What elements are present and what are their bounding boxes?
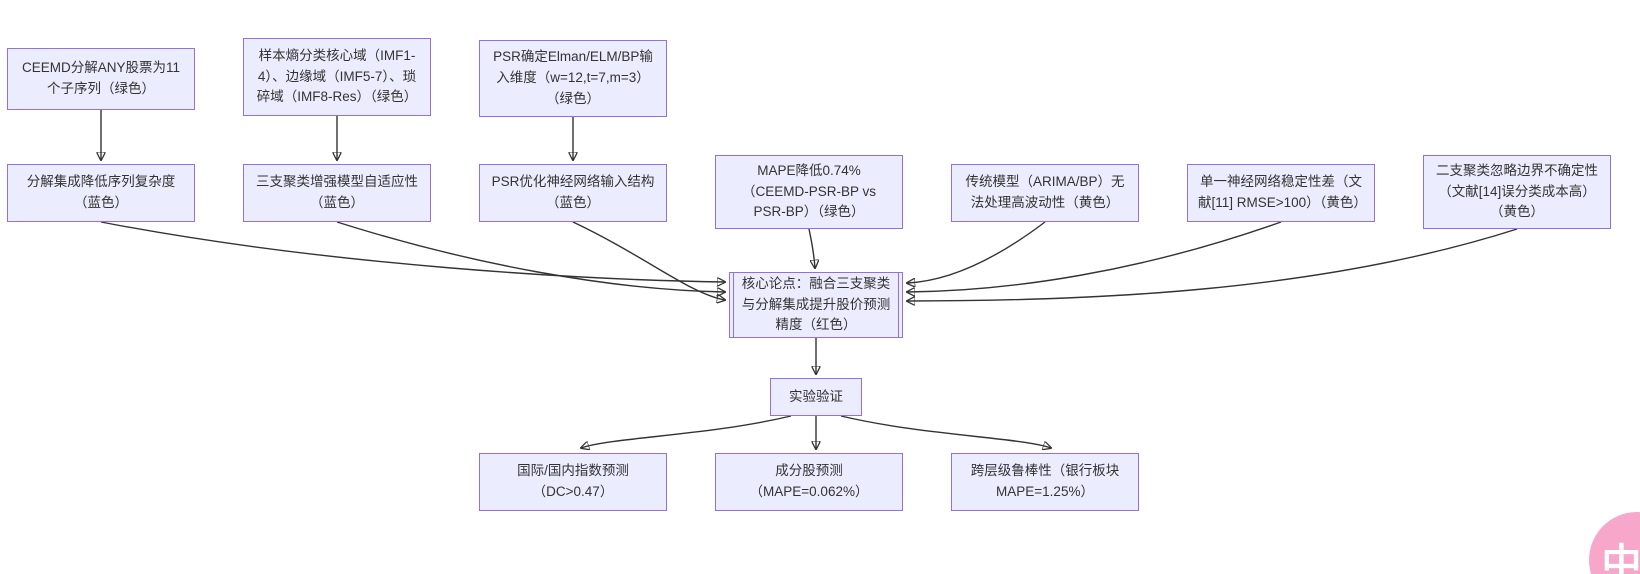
- edge-threeway-core: [336, 221, 725, 292]
- translate-badge-button[interactable]: 中A: [1589, 512, 1640, 574]
- node-label: 成分股预测（MAPE=0.062%）: [749, 463, 869, 499]
- edge-psropt-core: [572, 221, 725, 300]
- node-label: 单一神经网络稳定性差（文献[11] RMSE>100）（黄色）: [1198, 174, 1367, 210]
- node-label: 跨层级鲁棒性（银行板块 MAPE=1.25%）: [970, 463, 1120, 499]
- node-label: 二支聚类忽略边界不确定性（文献[14]误分类成本高）（黄色）: [1436, 162, 1598, 220]
- edge-exp-index: [581, 415, 792, 448]
- node-mape-reduction: MAPE降低0.74%（CEEMD-PSR-BP vs PSR-BP）（绿色）: [715, 155, 903, 229]
- node-label: 传统模型（ARIMA/BP）无法处理高波动性（黄色）: [965, 174, 1125, 210]
- node-decomposition-benefit: 分解集成降低序列复杂度（蓝色）: [7, 164, 195, 222]
- edge-trad-core: [907, 221, 1046, 283]
- node-experiment-validation: 实验验证: [770, 378, 862, 416]
- node-three-way-clustering: 三支聚类增强模型自适应性（蓝色）: [243, 164, 431, 222]
- edge-exp-robust: [840, 415, 1051, 448]
- node-label: PSR优化神经网络输入结构（蓝色）: [491, 174, 655, 210]
- node-core-thesis: 核心论点：融合三支聚类与分解集成提升股价预测精度（红色）: [729, 272, 903, 338]
- node-label: CEEMD分解ANY股票为11个子序列（绿色）: [21, 60, 181, 96]
- node-label: 分解集成降低序列复杂度（蓝色）: [26, 174, 176, 210]
- node-psr-input-dimension: PSR确定Elman/ELM/BP输入维度（w=12,t=7,m=3）（绿色）: [479, 40, 667, 117]
- node-label: PSR确定Elman/ELM/BP输入维度（w=12,t=7,m=3）（绿色）: [493, 49, 653, 106]
- node-two-way-clustering: 二支聚类忽略边界不确定性（文献[14]误分类成本高）（黄色）: [1423, 155, 1611, 229]
- node-label: 样本熵分类核心域（IMF1-4）、边缘域（IMF5-7）、琐碎域（IMF8-Re…: [256, 47, 418, 105]
- node-label: 核心论点：融合三支聚类与分解集成提升股价预测精度（红色）: [741, 275, 891, 333]
- edge-decomp-core: [100, 221, 725, 282]
- node-label: 实验验证: [789, 388, 843, 404]
- node-single-network: 单一神经网络稳定性差（文献[11] RMSE>100）（黄色）: [1187, 164, 1375, 222]
- node-robustness: 跨层级鲁棒性（银行板块 MAPE=1.25%）: [951, 453, 1139, 511]
- node-ceemd-decomposition: CEEMD分解ANY股票为11个子序列（绿色）: [7, 48, 195, 110]
- node-label: 三支聚类增强模型自适应性（蓝色）: [256, 174, 418, 210]
- node-sample-entropy: 样本熵分类核心域（IMF1-4）、边缘域（IMF5-7）、琐碎域（IMF8-Re…: [243, 38, 431, 116]
- node-psr-optimization: PSR优化神经网络输入结构（蓝色）: [479, 164, 667, 222]
- translate-badge-label: 中A: [1601, 542, 1640, 574]
- edge-twoway-core: [907, 228, 1518, 301]
- node-traditional-models: 传统模型（ARIMA/BP）无法处理高波动性（黄色）: [951, 164, 1139, 222]
- node-index-prediction: 国际/国内指数预测（DC>0.47）: [479, 453, 667, 511]
- edge-mape-core: [808, 228, 815, 268]
- node-label: MAPE降低0.74%（CEEMD-PSR-BP vs PSR-BP）（绿色）: [741, 162, 877, 220]
- node-component-prediction: 成分股预测（MAPE=0.062%）: [715, 453, 903, 511]
- edge-single-core: [907, 221, 1282, 292]
- node-label: 国际/国内指数预测（DC>0.47）: [517, 463, 629, 499]
